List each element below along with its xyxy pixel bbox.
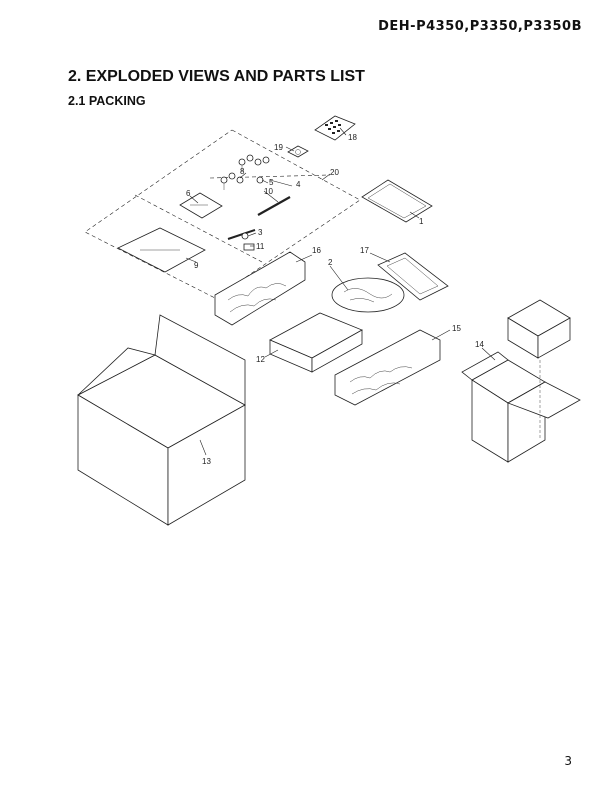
callout-labels: 1 2 3 4 5 6 8 9 10 11 12 13 14 15 16 17 … [186, 133, 484, 466]
callout-5: 5 [269, 178, 274, 187]
accessory-group-outline [84, 129, 361, 299]
callout-2: 2 [328, 258, 333, 267]
callout-4: 4 [296, 180, 301, 189]
model-number: DEH-P4350,P3350,P3350B [378, 19, 582, 34]
cylinder-part-11 [243, 243, 255, 251]
callout-18: 18 [348, 133, 357, 142]
outer-carton-part-13 [77, 314, 246, 526]
frame-part-17 [377, 252, 449, 301]
page-number: 3 [564, 754, 572, 768]
remote-control-part [314, 115, 356, 141]
cable-part-2 [331, 277, 405, 313]
rod-part-3 [227, 229, 256, 240]
callout-1: 1 [419, 217, 424, 226]
bolt-part-10 [257, 196, 291, 216]
callout-11: 11 [256, 242, 265, 251]
callout-3: 3 [258, 228, 263, 237]
head-unit-case-part-12 [269, 312, 363, 373]
cushion-part-19 [287, 145, 309, 158]
bag-part-9 [117, 227, 206, 273]
callout-15: 15 [452, 324, 461, 333]
leader-lines [185, 127, 496, 456]
callout-10: 10 [264, 187, 273, 196]
callout-20: 20 [330, 168, 339, 177]
card-part-6 [179, 192, 223, 219]
callout-12: 12 [256, 355, 265, 364]
carton-part-14 [461, 299, 581, 463]
polystyrene-part-15 [334, 329, 441, 406]
callout-6: 6 [186, 189, 191, 198]
callout-14: 14 [475, 340, 484, 349]
polystyrene-part-16 [214, 251, 306, 326]
section-title: 2. EXPLODED VIEWS AND PARTS LIST [68, 68, 365, 85]
callout-9: 9 [194, 261, 199, 270]
manual-part-1 [361, 179, 433, 223]
callout-16: 16 [312, 246, 321, 255]
callout-13: 13 [202, 457, 211, 466]
section-subtitle: 2.1 PACKING [68, 94, 146, 108]
screws-cluster [220, 154, 270, 190]
callout-17: 17 [360, 246, 369, 255]
callout-19: 19 [274, 143, 283, 152]
callout-8: 8 [240, 167, 245, 176]
